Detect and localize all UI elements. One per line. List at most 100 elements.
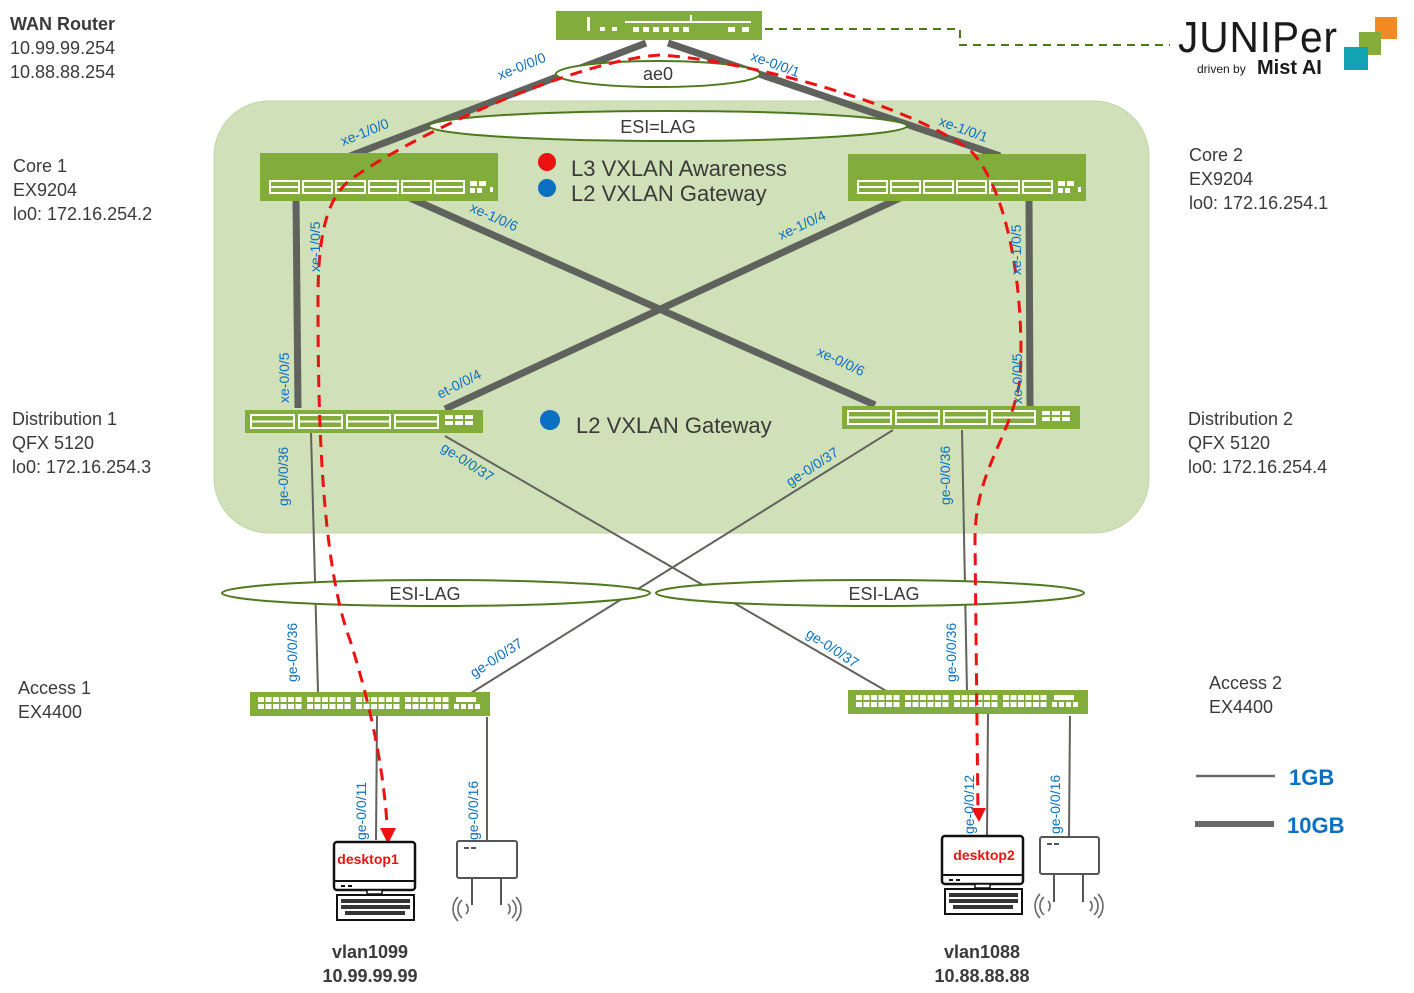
- port-label: ge-0/0/16: [465, 781, 481, 840]
- svg-text:QFX 5120: QFX 5120: [12, 433, 94, 453]
- lag-core-esi-label: ESI=LAG: [620, 117, 696, 137]
- access1-switch[interactable]: [250, 692, 490, 716]
- logo-square-teal: [1344, 47, 1368, 70]
- port-label: xe-0/0/5: [1009, 353, 1025, 404]
- lag-core-esi: [428, 110, 908, 142]
- desktop1-hostname: desktop1: [337, 851, 399, 867]
- access2-switch[interactable]: [848, 690, 1088, 714]
- access-point-1[interactable]: [452, 840, 522, 922]
- desktop2[interactable]: desktop2: [940, 834, 1025, 915]
- svg-text:10.88.88.254: 10.88.88.254: [10, 62, 115, 82]
- traffic-arrowhead-desktop1: [380, 828, 396, 844]
- wireless-ap-icon: [1034, 836, 1104, 919]
- port-label: xe-0/0/5: [276, 352, 292, 403]
- svg-text:EX4400: EX4400: [1209, 697, 1273, 717]
- l2-role-dot-core: [538, 179, 556, 197]
- access1-label: Access 1 EX4400: [18, 678, 91, 722]
- svg-text:10.99.99.99: 10.99.99.99: [322, 966, 417, 986]
- port-label: ge-0/0/11: [353, 782, 369, 840]
- link-dist2-acc2: [961, 429, 968, 693]
- link-dist2-acc1: [462, 429, 894, 699]
- core-role-l3: L3 VXLAN Awareness: [571, 156, 787, 181]
- distribution2-switch[interactable]: [842, 406, 1080, 429]
- link-acc2-desktop2: [986, 713, 989, 837]
- logo-tagline-prefix: driven by: [1197, 62, 1246, 76]
- link-acc1-desktop1: [375, 715, 378, 841]
- port-label: ge-0/0/16: [1047, 775, 1063, 834]
- link-dist1-acc1: [310, 432, 319, 693]
- access-point-2[interactable]: [1034, 836, 1104, 919]
- svg-text:lo0: 172.16.254.4: lo0: 172.16.254.4: [1188, 457, 1327, 477]
- traffic-arrowhead-desktop2: [971, 808, 986, 822]
- svg-text:WAN Router: WAN Router: [10, 14, 115, 34]
- lag-access1-esi-label: ESI-LAG: [389, 584, 460, 604]
- core2-switch[interactable]: [848, 154, 1086, 201]
- port-label: xe-0/0/0: [495, 49, 548, 83]
- port-label: ge-0/0/12: [961, 775, 977, 834]
- desktop-icon: [332, 840, 417, 921]
- access2-label: Access 2 EX4400: [1209, 673, 1282, 717]
- core2-label: Core 2 EX9204 lo0: 172.16.254.1: [1189, 145, 1328, 213]
- svg-text:lo0: 172.16.254.2: lo0: 172.16.254.2: [13, 204, 152, 224]
- svg-text:lo0: 172.16.254.1: lo0: 172.16.254.1: [1189, 193, 1328, 213]
- legend-10g-label: 10GB: [1287, 813, 1344, 838]
- svg-text:vlan1088: vlan1088: [944, 942, 1020, 962]
- svg-text:Distribution 1: Distribution 1: [12, 409, 117, 429]
- link-core2-dist1: [443, 194, 902, 413]
- wireless-ap-icon: [452, 840, 522, 922]
- link-wan-core2: [666, 39, 1002, 160]
- distribution1-switch[interactable]: [245, 410, 483, 433]
- desktop1[interactable]: desktop1: [332, 840, 417, 921]
- link-dist1-acc2: [444, 435, 889, 693]
- port-label: ge-0/0/36: [943, 623, 959, 682]
- port-label: ge-0/0/36: [937, 446, 953, 505]
- distribution2-label: Distribution 2 QFX 5120 lo0: 172.16.254.…: [1188, 409, 1327, 477]
- svg-text:10.88.88.88: 10.88.88.88: [934, 966, 1029, 986]
- link-core2-dist2: [1025, 197, 1034, 407]
- link-wan-core1: [348, 39, 648, 160]
- link-core1-dist2: [408, 194, 877, 409]
- port-label: ge-0/0/36: [275, 447, 291, 506]
- port-label: xe-1/0/5: [307, 221, 323, 272]
- svg-text:Access 1: Access 1: [18, 678, 91, 698]
- distribution1-label: Distribution 1 QFX 5120 lo0: 172.16.254.…: [12, 409, 151, 477]
- traffic-path: [316, 53, 1023, 841]
- logo-tagline-brand: Mist AI: [1257, 57, 1322, 79]
- svg-text:lo0: 172.16.254.3: lo0: 172.16.254.3: [12, 457, 151, 477]
- svg-text:EX9204: EX9204: [1189, 169, 1253, 189]
- desktop2-label: vlan1088 10.88.88.88: [934, 942, 1029, 986]
- lag-access1-esi: [221, 579, 651, 607]
- desktop-icon: [940, 834, 1025, 915]
- svg-text:Distribution 2: Distribution 2: [1188, 409, 1293, 429]
- port-label: ge-0/0/37: [467, 635, 526, 681]
- mist-cloud-link: [765, 28, 1170, 46]
- svg-text:EX9204: EX9204: [13, 180, 77, 200]
- svg-text:vlan1099: vlan1099: [332, 942, 408, 962]
- svg-text:Core 1: Core 1: [13, 156, 67, 176]
- port-label: xe-1/0/5: [1008, 224, 1024, 275]
- lag-ae0: [555, 60, 761, 88]
- lag-access2-esi-label: ESI-LAG: [848, 584, 919, 604]
- desktop2-hostname: desktop2: [953, 847, 1015, 863]
- l2-role-dot-distribution: [540, 410, 560, 430]
- desktop1-label: vlan1099 10.99.99.99: [322, 942, 417, 986]
- svg-text:Access 2: Access 2: [1209, 673, 1282, 693]
- l3-role-dot: [538, 153, 556, 171]
- lag-ae0-label: ae0: [643, 64, 673, 84]
- port-label: ge-0/0/36: [284, 623, 300, 682]
- core1-label: Core 1 EX9204 lo0: 172.16.254.2: [13, 156, 152, 224]
- wan-router[interactable]: [556, 11, 762, 40]
- link-acc2-ap: [1068, 715, 1071, 837]
- wan-router-ports: [633, 27, 749, 32]
- legend-1g-label: 1GB: [1289, 765, 1334, 790]
- svg-text:EX4400: EX4400: [18, 702, 82, 722]
- svg-text:QFX 5120: QFX 5120: [1188, 433, 1270, 453]
- distribution-role-l2: L2 VXLAN Gateway: [576, 413, 772, 438]
- svg-text:Core 2: Core 2: [1189, 145, 1243, 165]
- svg-text:10.99.99.254: 10.99.99.254: [10, 38, 115, 58]
- juniper-mist-logo: JUNIPer driven by Mist AI: [1178, 13, 1397, 79]
- logo-wordmark: JUNIPer: [1178, 13, 1338, 62]
- wan-router-label: WAN Router 10.99.99.254 10.88.88.254: [10, 14, 115, 82]
- link-core1-dist1: [292, 197, 302, 409]
